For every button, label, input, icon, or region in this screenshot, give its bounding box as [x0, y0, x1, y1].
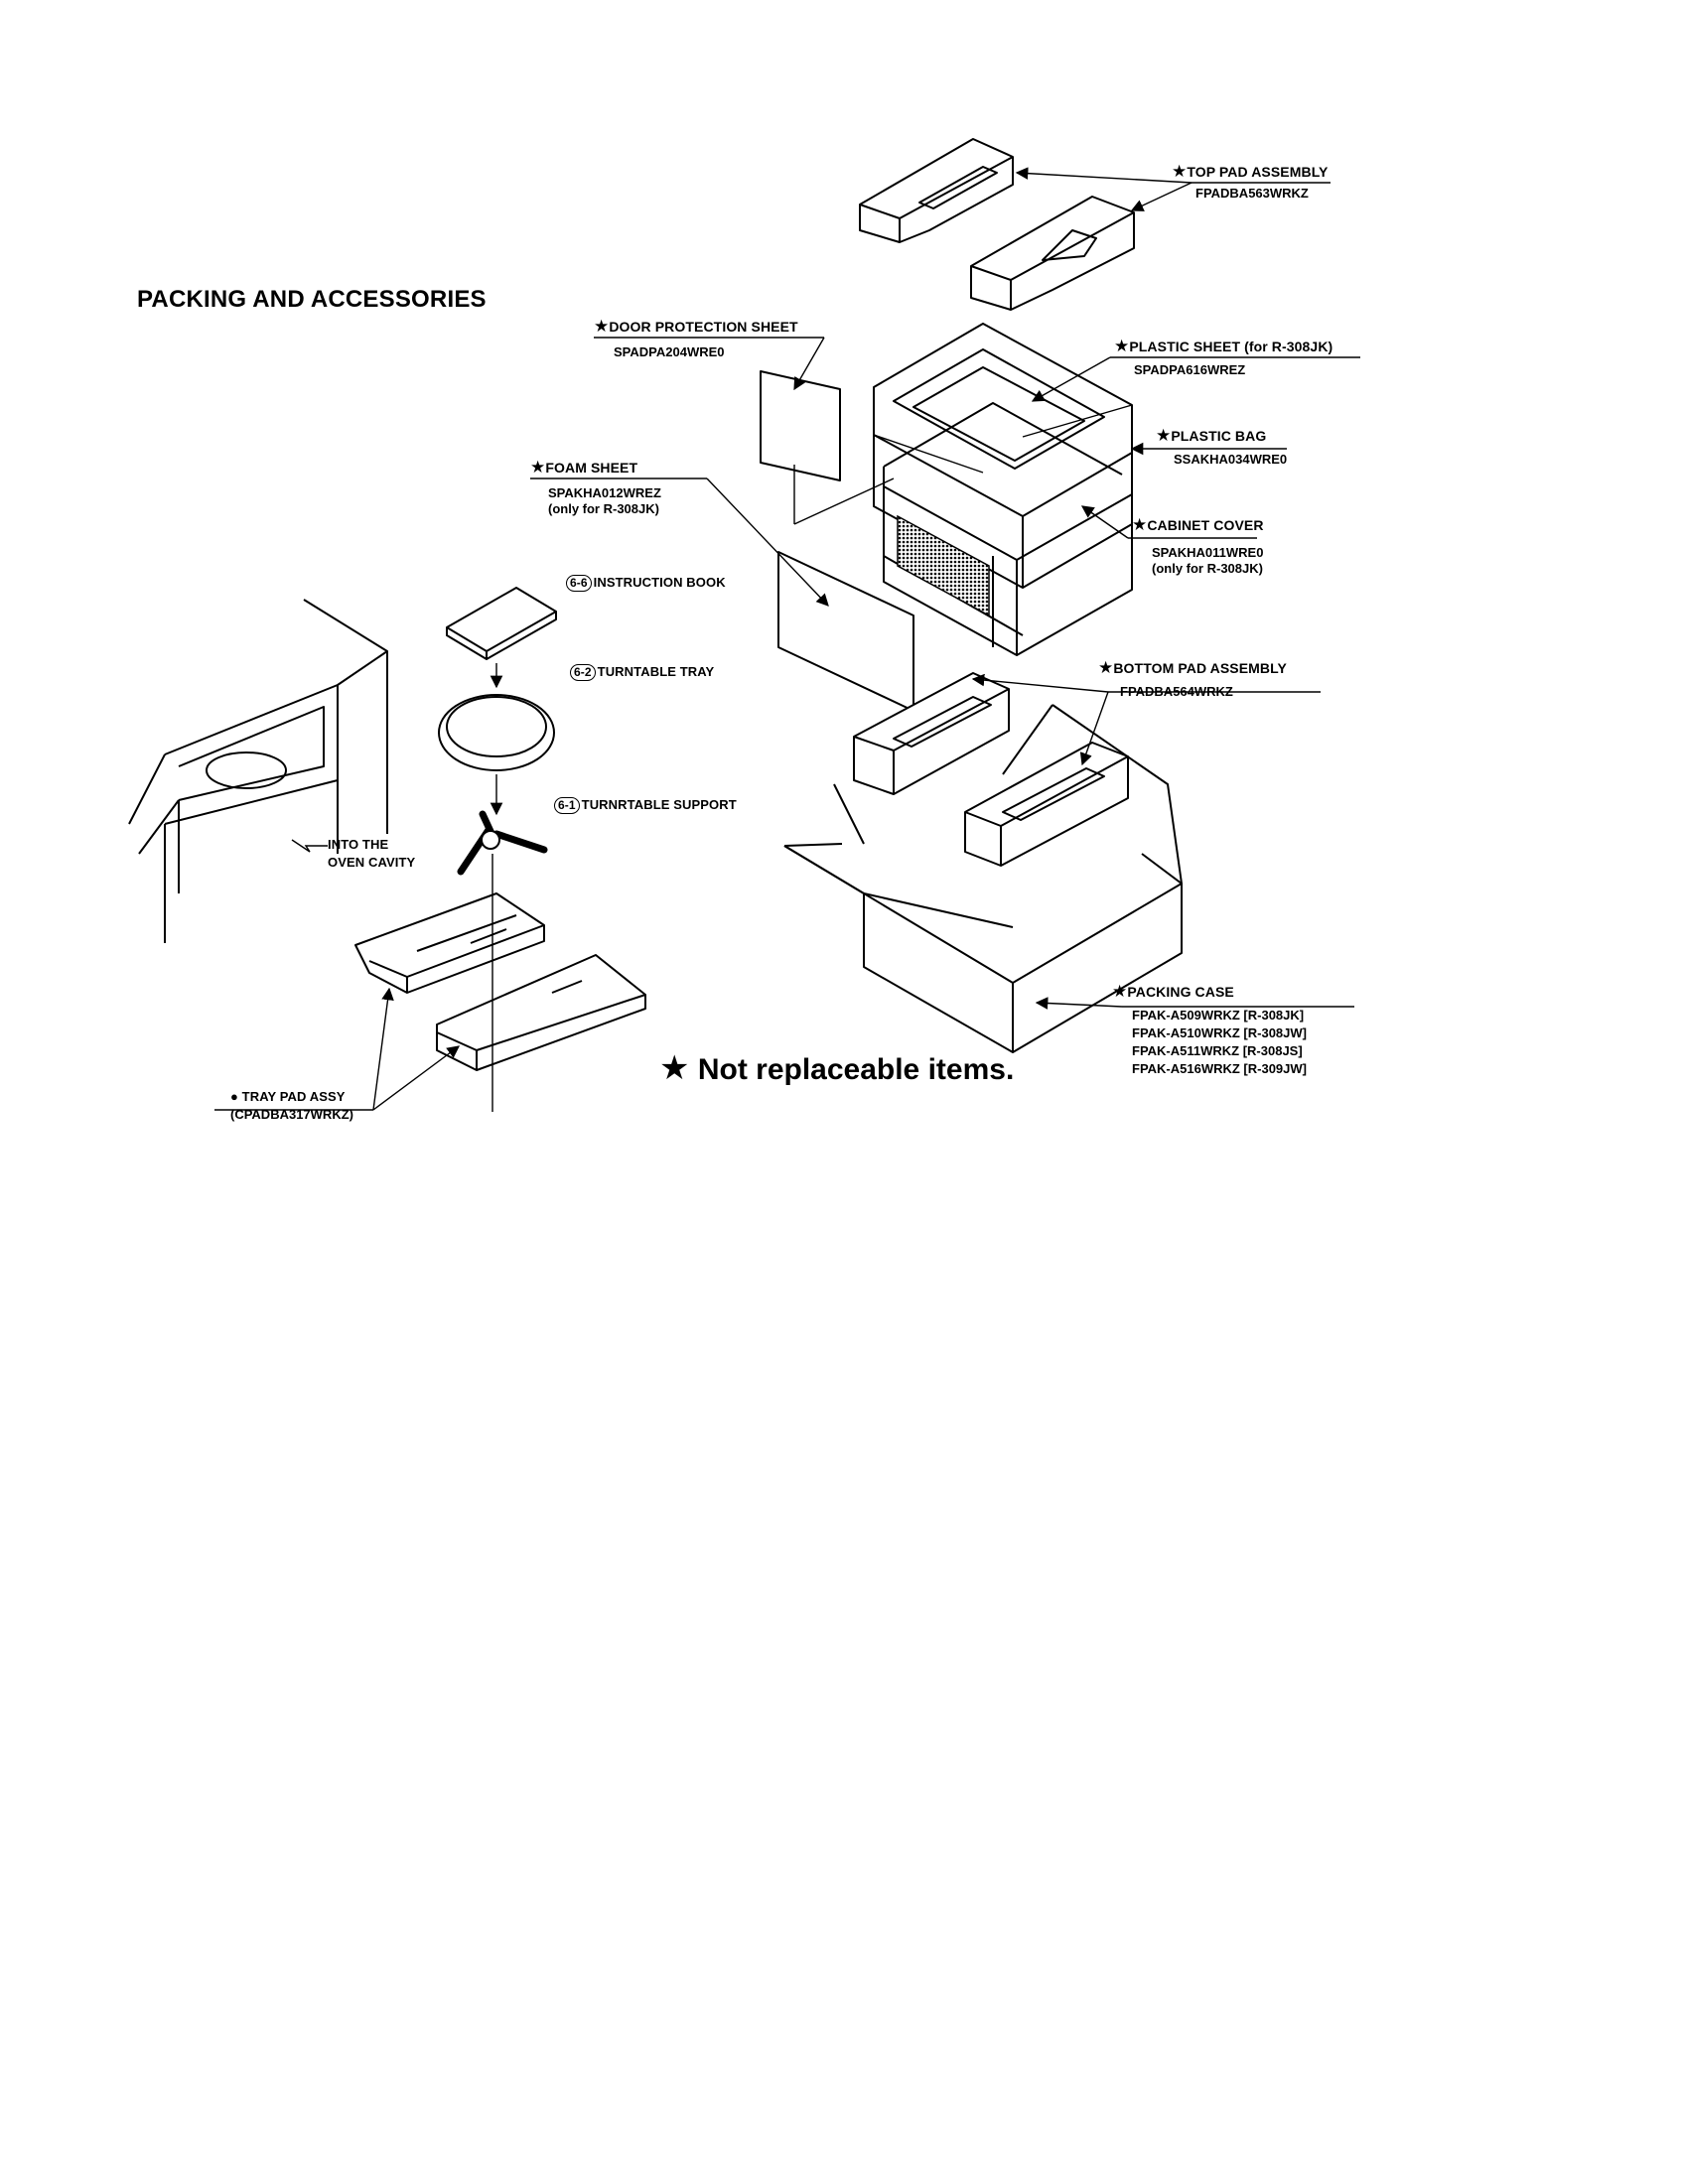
foam-sheet-label: ★FOAM SHEET: [530, 458, 638, 477]
oven-cavity-line1: INTO THE: [328, 837, 389, 852]
top-pad-assembly-drawing: [859, 138, 1135, 311]
cabinet-cover-code: SPAKHA011WRE0: [1152, 545, 1264, 560]
assembly-arrows: [291, 663, 503, 1112]
bottom-pad-label: ★BOTTOM PAD ASSEMBLY: [1098, 658, 1287, 677]
oven-cavity-line2: OVEN CAVITY: [328, 855, 416, 870]
door-protection-code: SPADPA204WRE0: [614, 344, 725, 359]
tray-pad-code: (CPADBA317WRKZ): [230, 1107, 353, 1122]
cabinet-cover-note: (only for R-308JK): [1152, 561, 1263, 576]
packing-case-code-2: FPAK-A510WRKZ [R-308JW]: [1132, 1025, 1307, 1040]
packing-case-drawing: [783, 672, 1183, 1053]
tray-pad-label: ● TRAY PAD ASSY: [230, 1089, 346, 1104]
packing-case-code-4: FPAK-A516WRKZ [R-309JW]: [1132, 1061, 1307, 1076]
door-protection-sheet-drawing: [760, 370, 895, 525]
foam-sheet-note: (only for R-308JK): [548, 501, 659, 516]
page-title: PACKING AND ACCESSORIES: [137, 286, 487, 313]
not-replaceable-legend: ★ Not replaceable items.: [659, 1049, 1015, 1087]
door-protection-label: ★DOOR PROTECTION SHEET: [594, 317, 798, 336]
microwave-cabinet-drawing: [873, 323, 1133, 656]
plastic-sheet-code: SPADPA616WREZ: [1134, 362, 1246, 377]
cabinet-cover-label: ★CABINET COVER: [1132, 515, 1264, 534]
packing-case-label: ★PACKING CASE: [1112, 982, 1234, 1001]
packing-case-code-1: FPAK-A509WRKZ [R-308JK]: [1132, 1008, 1305, 1023]
packing-case-code-3: FPAK-A511WRKZ [R-308JS]: [1132, 1043, 1303, 1058]
plastic-bag-label: ★PLASTIC BAG: [1156, 426, 1267, 445]
tray-pad-assy-drawing: [354, 892, 646, 1071]
foam-sheet-drawing: [777, 551, 914, 712]
plastic-bag-code: SSAKHA034WRE0: [1174, 452, 1288, 467]
turntable-support-drawing: [457, 810, 548, 876]
plastic-sheet-label: ★PLASTIC SHEET (for R-308JK): [1114, 337, 1333, 355]
oven-cavity-drawing: [128, 599, 388, 943]
foam-sheet-code: SPAKHA012WREZ: [548, 485, 661, 500]
turntable-tray-drawing: [438, 694, 555, 771]
instruction-book-drawing: [446, 587, 557, 660]
top-pad-label: ★TOP PAD ASSEMBLY: [1172, 162, 1329, 181]
top-pad-code: FPADBA563WRKZ: [1195, 186, 1309, 201]
bottom-pad-code: FPADBA564WRKZ: [1120, 684, 1233, 699]
leader-lines: [214, 167, 1360, 1111]
